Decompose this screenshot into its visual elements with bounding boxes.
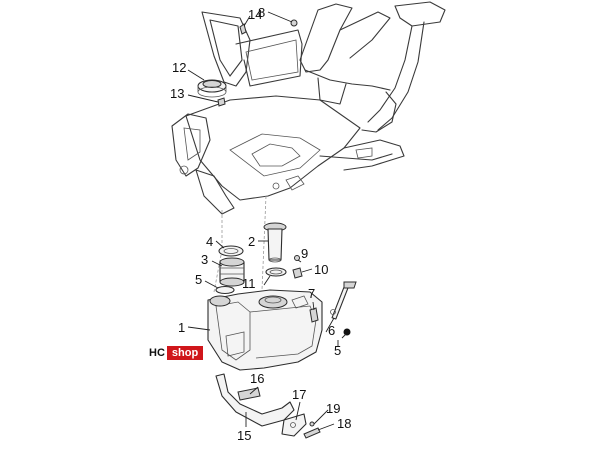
callout-4: 4 — [206, 234, 213, 249]
callout-5: 5 — [195, 272, 202, 287]
watermark-shop: shop — [166, 346, 204, 360]
callout-14: 14 — [248, 7, 262, 22]
filler-cap — [197, 79, 227, 98]
callout-11: 11 — [242, 276, 256, 291]
callout-15: 15 — [237, 428, 251, 443]
callout-18: 18 — [337, 416, 351, 431]
callout-labels: 1 2 3 4 5 5 6 7 8 9 10 11 12 13 14 15 16… — [170, 5, 351, 443]
callout-6: 6 — [328, 323, 335, 338]
callout-9: 9 — [301, 246, 308, 261]
callout-19: 19 — [326, 401, 340, 416]
watermark-hc: HC — [147, 346, 167, 360]
callout-5-bolt: 5 — [334, 343, 341, 358]
callout-13: 13 — [170, 86, 184, 101]
callout-10: 10 — [314, 262, 328, 277]
callout-17: 17 — [292, 387, 306, 402]
callout-8: 8 — [258, 5, 265, 20]
leader-lines — [187, 11, 347, 431]
filler-neck-parts — [215, 245, 245, 295]
callout-12: 12 — [172, 60, 186, 75]
callout-2: 2 — [248, 234, 255, 249]
callout-7: 7 — [308, 286, 315, 301]
lower-brackets — [215, 373, 321, 439]
callout-16: 16 — [250, 371, 264, 386]
callout-1: 1 — [178, 320, 185, 335]
fuel-pump — [263, 222, 287, 277]
callout-3: 3 — [201, 252, 208, 267]
scooter-frame — [171, 1, 446, 293]
mounting-bolt — [330, 281, 357, 336]
hardware — [217, 19, 319, 323]
fuel-tank — [207, 289, 323, 371]
hc-shop-watermark: HC shop — [147, 346, 204, 360]
